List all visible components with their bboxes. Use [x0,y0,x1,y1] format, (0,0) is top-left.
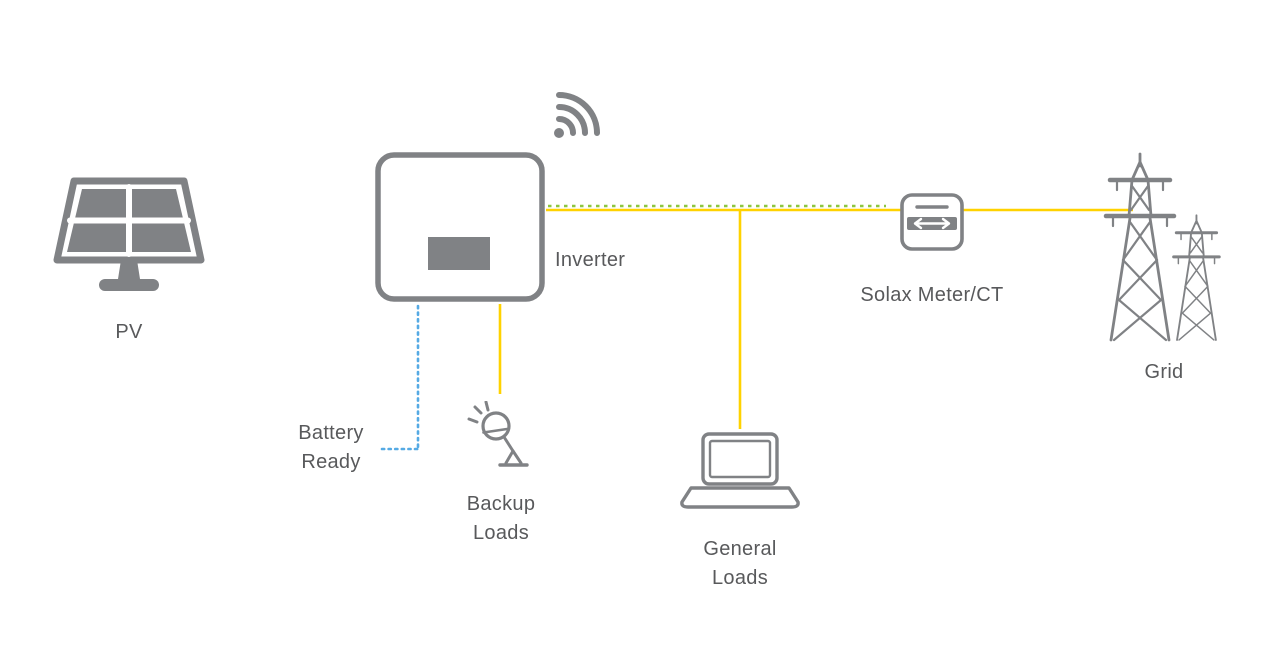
energy-meter-icon [899,192,965,252]
pv-label: PV [115,321,143,343]
transmission-towers-icon [1093,152,1233,348]
large-tower [1106,154,1174,340]
meter-label: Solax Meter/CT [860,284,1004,306]
laptop-icon [678,430,802,514]
grid-label: Grid [1144,361,1184,383]
desk-lamp-icon [467,401,539,471]
solar-panel-icon [50,172,208,314]
inverter-label: Inverter [555,249,626,271]
wifi-signal-icon [546,86,604,142]
backup-loads-label: Backup Loads [466,493,536,544]
battery-ready-label: Battery Ready [298,422,364,473]
inverter-box-icon [374,151,546,303]
small-tower [1172,213,1221,342]
inverter-display [428,237,490,270]
general-loads-label: General Loads [703,538,777,589]
